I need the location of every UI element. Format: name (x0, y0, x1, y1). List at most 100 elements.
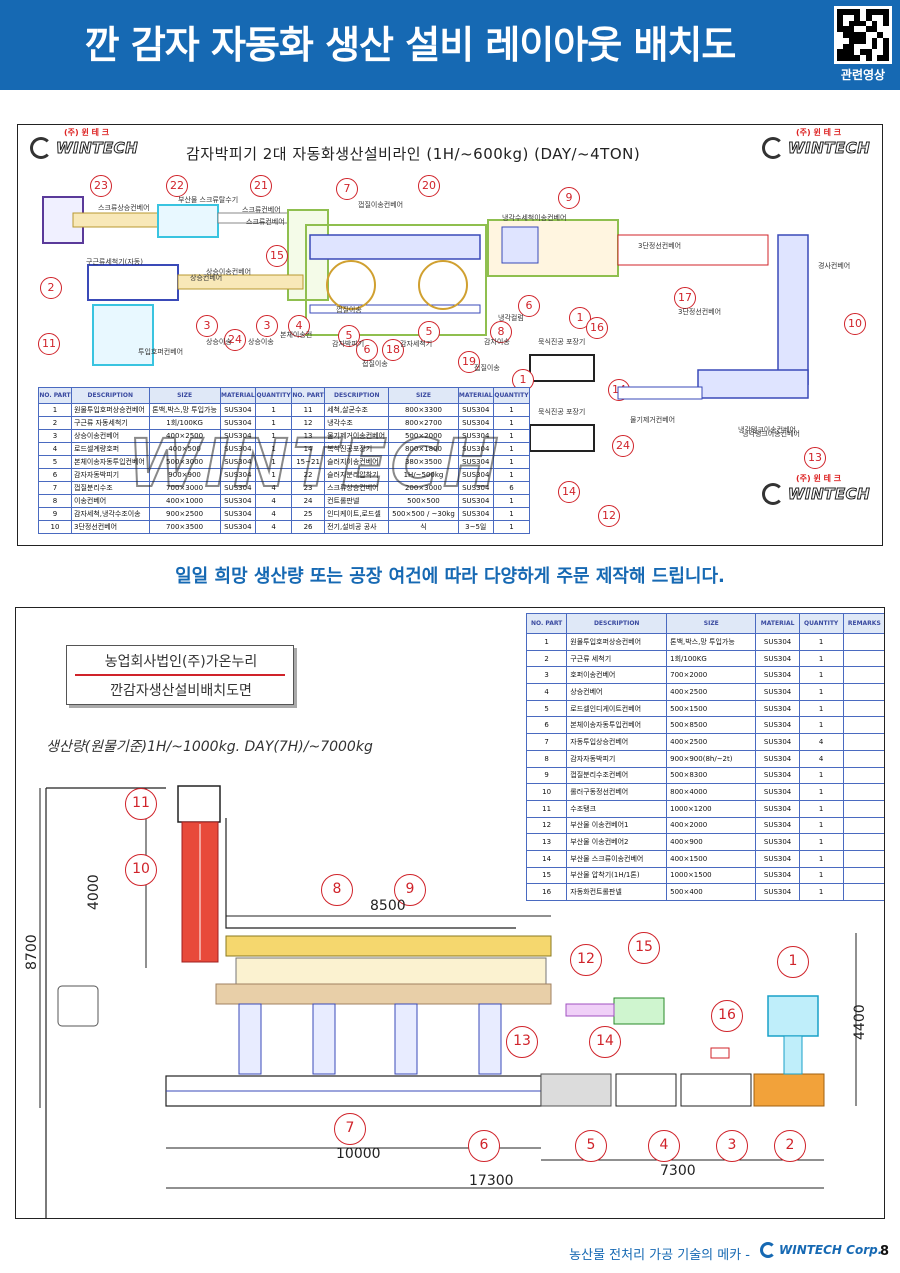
part-callout: 1 (777, 946, 809, 978)
lift-conveyor-main (615, 1073, 677, 1107)
table-cell: SUS304 (457, 429, 494, 443)
part-callout: 2 (40, 277, 62, 299)
table-cell: 1 (492, 494, 531, 508)
table-header: DESCRIPTION (324, 387, 390, 404)
peeler-2 (418, 260, 468, 310)
equipment-label: 스크류컨베어 (242, 206, 281, 214)
equipment-label: 냉각탱크이송컨베어 (738, 426, 796, 434)
table-cell: 복식진공포장기 (324, 442, 390, 456)
table-cell: 물기제거이송컨베어 (324, 429, 390, 443)
peeler-1 (326, 260, 376, 310)
part-callout: 14 (558, 481, 580, 503)
table-header: NO. PART (38, 387, 72, 404)
table-header: DESCRIPTION (71, 387, 150, 404)
root-washer-2 (753, 1073, 825, 1107)
logo-text: WINTECH (787, 485, 871, 504)
logo-company: (주) 윈 테 크 (796, 128, 842, 137)
table-cell: 4 (255, 481, 293, 495)
table-cell: 4 (255, 494, 293, 508)
layout-diagram-1b (529, 369, 809, 452)
equipment-label: 묵식진공 포장기 (538, 338, 586, 346)
part-callout: 7 (336, 178, 358, 200)
table-cell: 24 (291, 494, 326, 508)
part-callout: 10 (125, 854, 157, 886)
part-callout: 9 (394, 874, 426, 906)
part-callout: 6 (518, 295, 540, 317)
table-cell: 껍질분리수조 (71, 481, 150, 495)
table-cell: 380×3500 (388, 455, 459, 469)
part-callout: 11 (38, 333, 60, 355)
table-cell: 전기,설비공 공사 (324, 520, 390, 534)
part-callout: 12 (598, 505, 620, 527)
table-cell: SUS304 (219, 403, 257, 417)
equipment-label: 껍질이송컨베어 (358, 201, 404, 209)
table-cell: 400×1000 (148, 494, 221, 508)
equipment-label: 상승이송 (248, 338, 274, 346)
part-callout: 17 (674, 287, 696, 309)
table-cell: 1 (492, 507, 531, 521)
table-header: MATERIAL (457, 387, 494, 404)
part-callout: 7 (334, 1113, 366, 1145)
part-callout: 16 (711, 1000, 743, 1032)
table-cell: 식 (388, 520, 459, 534)
wintech-swirl-icon (30, 137, 52, 159)
part-callout: 22 (166, 175, 188, 197)
footer-corp: WINTECH Corp. (779, 1243, 883, 1257)
equipment-label: 감자이송 (484, 338, 510, 346)
table-header: QUANTITY (492, 387, 531, 404)
drawing-title: 감자박피기 2대 자동화생산설비라인 (1H/~600kg) (DAY/~4TO… (186, 145, 641, 163)
table-cell: 세척,살균수조 (324, 403, 390, 417)
equipment-label: 상승이송컨베어 (206, 268, 252, 276)
table-cell: SUS304 (219, 416, 257, 430)
table-cell: 1 (255, 455, 293, 469)
equipment-label: 냉각컬럼 (498, 314, 524, 322)
dim-7300: 7300 (660, 1163, 696, 1179)
table-cell: 4 (255, 507, 293, 521)
dewater-conveyor (697, 369, 809, 399)
table-cell: 감자세척,냉각수조이송 (71, 507, 150, 521)
table-cell: 구근류 자동세척기 (71, 416, 150, 430)
part-callout: 6 (468, 1130, 500, 1162)
qr-code[interactable] (834, 6, 892, 64)
part-callout: 12 (570, 944, 602, 976)
part-callout: 9 (558, 187, 580, 209)
table-cell: 700×3500 (148, 520, 221, 534)
part-callout: 15 (628, 932, 660, 964)
table-cell: 14 (291, 442, 326, 456)
table-cell: 8 (38, 494, 72, 508)
table-cell: 1 (255, 416, 293, 430)
table-header: DESCRIPTION (566, 613, 668, 634)
table-cell: 1회/100KG (148, 416, 221, 430)
table-cell: 본체이송자동투입컨베어 (71, 455, 150, 469)
table-cell: 3~5일 (457, 520, 494, 534)
page-header: 깐 감자 자동화 생산 설비 레이아웃 배치도 관련영상 (0, 0, 900, 90)
table-cell: SUS304 (457, 416, 494, 430)
table-cell: SUS304 (457, 442, 494, 456)
divider (75, 674, 285, 676)
equipment-label: 상승컨베어 (190, 274, 223, 282)
table-cell: 900×900 (148, 468, 221, 482)
dim-4000: 4000 (86, 874, 102, 910)
input-hopper-2 (767, 995, 819, 1037)
part-callout: 21 (250, 175, 272, 197)
part-callout: 13 (506, 1026, 538, 1058)
dim-10000: 10000 (336, 1146, 381, 1162)
footer-logo: WINTECH Corp. (760, 1242, 882, 1258)
wintech-swirl-icon (762, 483, 784, 505)
outlet-icon (57, 985, 99, 1027)
logo-text: WINTECH (787, 139, 871, 158)
equipment-label: 냉각수세척이송컨베어 (502, 214, 567, 222)
equipment-label: 3단정선컨베어 (638, 242, 682, 250)
part-callout: 2 (774, 1130, 806, 1162)
table-cell: 슬러지이송컨베어 (324, 455, 390, 469)
table-cell: SUS304 (457, 481, 494, 495)
screw-conveyor-14 (565, 1003, 615, 1017)
